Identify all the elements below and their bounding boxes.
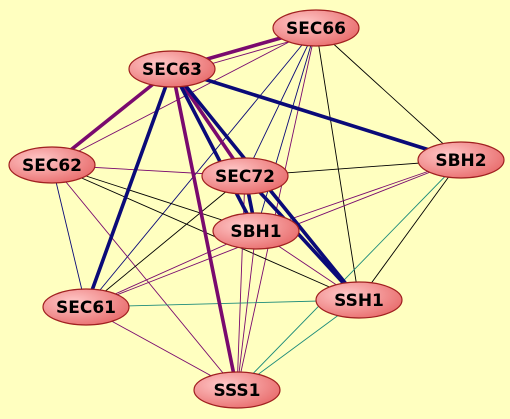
edge-sec66-ssh1 bbox=[315, 27, 360, 301]
node-ellipse[interactable] bbox=[193, 371, 281, 409]
node-sec62[interactable]: SEC62 bbox=[8, 146, 96, 184]
edge-sec62-sss1 bbox=[51, 164, 238, 391]
edge-sec66-sbh2 bbox=[315, 27, 462, 161]
node-ellipse[interactable] bbox=[201, 157, 289, 195]
edge-sec66-sec62 bbox=[51, 27, 317, 166]
node-label: SBH2 bbox=[435, 151, 486, 171]
node-ellipse[interactable] bbox=[272, 9, 360, 47]
edge-sbh2-sbh1 bbox=[255, 159, 462, 232]
edge-sec63-sec61 bbox=[84, 67, 174, 309]
node-label: SEC62 bbox=[22, 156, 82, 176]
edge-sec63-sss1 bbox=[170, 67, 239, 392]
node-sbh1[interactable]: SBH1 bbox=[212, 212, 300, 250]
node-ssh1[interactable]: SSH1 bbox=[315, 281, 403, 319]
node-label: SEC63 bbox=[142, 60, 202, 80]
edge-sec66-sec61 bbox=[85, 27, 317, 308]
node-ellipse[interactable] bbox=[315, 281, 403, 319]
node-sec72[interactable]: SEC72 bbox=[201, 157, 289, 195]
edge-sec72-ssh1 bbox=[243, 174, 361, 302]
node-label: SEC61 bbox=[56, 298, 116, 318]
edge-sbh1-sss1 bbox=[236, 230, 257, 391]
edge-sec62-sec61 bbox=[51, 164, 87, 308]
node-sec66[interactable]: SEC66 bbox=[272, 9, 360, 47]
edge-sec63-sbh1 bbox=[170, 67, 258, 233]
edge-sec72-sec61 bbox=[85, 175, 246, 308]
node-ellipse[interactable] bbox=[417, 141, 505, 179]
edge-sec61-ssh1 bbox=[85, 299, 360, 308]
node-sbh2[interactable]: SBH2 bbox=[417, 141, 505, 179]
edge-sec72-sss1 bbox=[236, 175, 246, 391]
node-label: SBH1 bbox=[230, 222, 281, 242]
edge-sbh2-ssh1 bbox=[358, 159, 462, 301]
node-sec63[interactable]: SEC63 bbox=[128, 50, 216, 88]
node-sec61[interactable]: SEC61 bbox=[42, 288, 130, 326]
node-ellipse[interactable] bbox=[8, 146, 96, 184]
node-ellipse[interactable] bbox=[212, 212, 300, 250]
node-ellipse[interactable] bbox=[128, 50, 216, 88]
node-ellipse[interactable] bbox=[42, 288, 130, 326]
node-label: SSS1 bbox=[213, 381, 260, 401]
node-sss1[interactable]: SSS1 bbox=[193, 371, 281, 409]
node-label: SSH1 bbox=[334, 291, 384, 311]
node-label: SEC66 bbox=[286, 19, 346, 39]
edge-sbh2-sss1 bbox=[236, 159, 462, 391]
edge-sec63-sbh2 bbox=[170, 67, 463, 162]
node-label: SEC72 bbox=[215, 167, 275, 187]
